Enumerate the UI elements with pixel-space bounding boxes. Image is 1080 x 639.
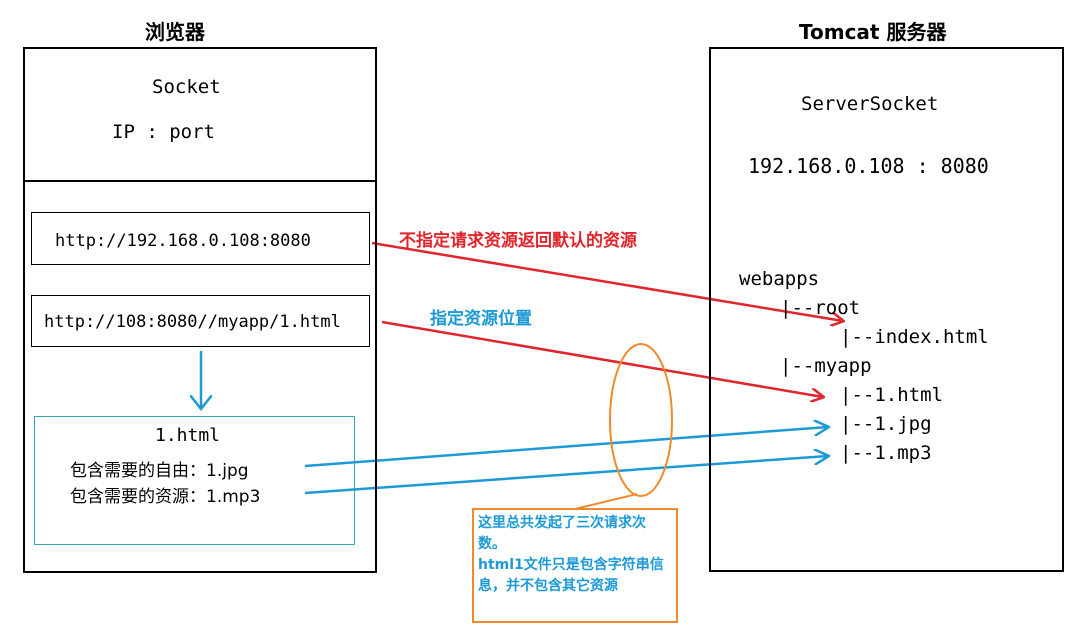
callout-box: 这里总共发起了三次请求次数。 html1文件只是包含字符串信息，并不包含其它资源: [472, 508, 678, 623]
browser-title: 浏览器: [145, 20, 205, 44]
browser-panel: [23, 47, 377, 573]
arrow-specified-request: [381, 320, 823, 397]
url-box-default: [31, 212, 370, 265]
server-panel: [709, 47, 1064, 572]
browser-panel-divider: [23, 180, 377, 182]
resource-line-mp3: 包含需要的资源：1.mp3: [70, 487, 261, 507]
url-default: http://192.168.0.108:8080: [55, 231, 311, 251]
server-socket-label: ServerSocket: [801, 93, 939, 115]
html-file-box: [34, 416, 355, 545]
highlight-ellipse: [609, 343, 673, 497]
resource-line-jpg: 包含需要的自由：1.jpg: [70, 461, 249, 481]
server-address: 192.168.0.108 : 8080: [748, 154, 989, 178]
arrow-mp3-request: [304, 456, 828, 495]
browser-socket-label: Socket: [152, 76, 221, 98]
tree-webapps: webapps: [739, 268, 820, 290]
arrow-jpg-request: [304, 427, 828, 468]
tree-myapp: |--myapp: [780, 355, 872, 377]
note-default-resource: 不指定请求资源返回默认的资源: [399, 231, 637, 251]
callout-line-1: 这里总共发起了三次请求次数。: [478, 515, 646, 552]
tree-root: |--root: [780, 297, 861, 319]
tree-1-jpg: |--1.jpg: [840, 413, 932, 435]
url-box-specified: [31, 295, 370, 347]
tree-1-html: |--1.html: [840, 384, 943, 406]
browser-ip-port-label: IP : port: [112, 121, 215, 143]
html-file-title: 1.html: [155, 425, 221, 446]
url-specified: http://108:8080//myapp/1.html: [44, 312, 341, 332]
arrow-default-request: [371, 241, 843, 321]
tree-1-mp3: |--1.mp3: [840, 442, 932, 464]
note-specified-resource: 指定资源位置: [430, 309, 532, 329]
callout-connector: [574, 493, 638, 510]
callout-line-2: html1文件只是包含字符串信息，并不包含其它资源: [478, 557, 664, 594]
server-title: Tomcat 服务器: [799, 20, 947, 44]
tree-index-html: |--index.html: [840, 326, 989, 348]
